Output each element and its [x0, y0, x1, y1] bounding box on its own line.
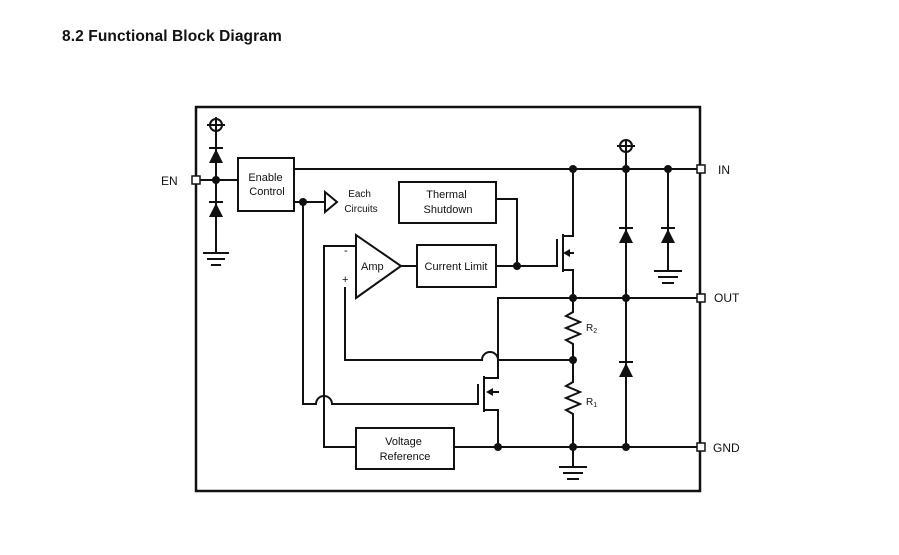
enable-control-block: [237, 157, 295, 212]
amp-minus: -: [344, 245, 348, 257]
each-circuits-label: Each Circuits: [344, 189, 377, 215]
en-protection: [203, 117, 229, 266]
section-title: 8.2 Functional Block Diagram: [62, 28, 282, 45]
r2-label: R2: [586, 323, 597, 335]
out-pin[interactable]: [696, 293, 706, 303]
each-circuits-buffer: [324, 189, 339, 215]
current-limit-label: Current Limit: [425, 261, 488, 273]
en-label: EN: [161, 174, 178, 188]
voltage-reference-block: [355, 427, 455, 470]
ground-symbol: [559, 446, 587, 480]
pass-transistor: [556, 168, 574, 299]
gnd-label: GND: [713, 441, 740, 455]
enable-control-label: Enable Control: [248, 172, 285, 198]
r1-label: R1: [586, 397, 597, 409]
thermal-shutdown-label: Thermal Shutdown: [424, 189, 473, 216]
out-label: OUT: [714, 291, 740, 305]
resistor-r2: [563, 297, 583, 361]
gnd-pin[interactable]: [696, 442, 706, 452]
in-pin[interactable]: [696, 164, 706, 174]
amp-label: Amp: [361, 261, 384, 273]
in-label: IN: [718, 163, 730, 177]
voltage-reference-label: Voltage Reference: [380, 436, 431, 463]
en-pin[interactable]: [191, 175, 201, 185]
resistor-r1: [563, 359, 583, 448]
thermal-shutdown-block: [398, 181, 497, 224]
error-amp: [355, 233, 403, 300]
bypass-transistor: [477, 297, 499, 448]
amp-plus: +: [342, 274, 348, 286]
